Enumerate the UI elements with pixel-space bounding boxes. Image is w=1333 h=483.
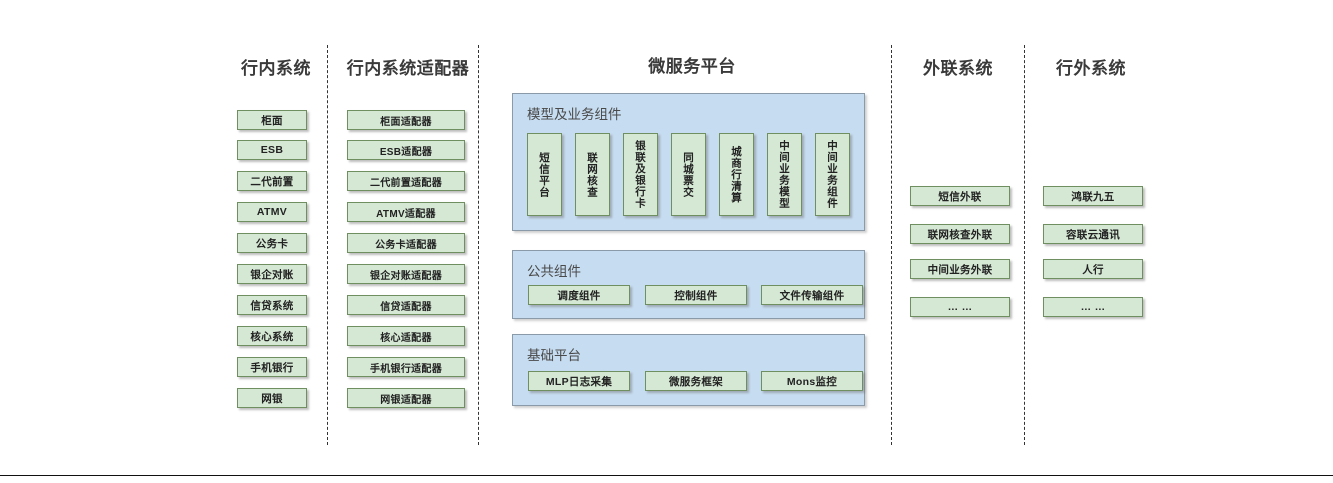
node-public-2[interactable]: 文件传输组件 [761, 285, 863, 305]
node-base-0[interactable]: MLP日志采集 [528, 371, 630, 391]
node-model-2-label: 银联及银行卡 [634, 140, 646, 209]
node-model-2[interactable]: 银联及银行卡 [623, 133, 658, 216]
column-title-external: 外联系统 [923, 59, 993, 78]
node-base-1[interactable]: 微服务框架 [645, 371, 747, 391]
node-outside-1[interactable]: 容联云通讯 [1043, 224, 1143, 244]
node-internal-6[interactable]: 信贷系统 [237, 295, 307, 315]
node-internal-1[interactable]: ESB [237, 140, 307, 160]
node-outside-0[interactable]: 鸿联九五 [1043, 186, 1143, 206]
panel-title-base-platform: 基础平台 [527, 348, 581, 363]
node-model-4[interactable]: 城商行清算 [719, 133, 754, 216]
node-adapter-5[interactable]: 银企对账适配器 [347, 264, 465, 284]
node-internal-4[interactable]: 公务卡 [237, 233, 307, 253]
node-model-6[interactable]: 中间业务组件 [815, 133, 850, 216]
node-public-0[interactable]: 调度组件 [528, 285, 630, 305]
node-adapter-0[interactable]: 柜面适配器 [347, 110, 465, 130]
node-model-0[interactable]: 短信平台 [527, 133, 562, 216]
panel-public-components: 公共组件 [512, 250, 865, 319]
node-model-5[interactable]: 中间业务模型 [767, 133, 802, 216]
node-external-0[interactable]: 短信外联 [910, 186, 1010, 206]
node-model-4-label: 城商行清算 [730, 145, 742, 204]
node-internal-9[interactable]: 网银 [237, 388, 307, 408]
node-internal-7[interactable]: 核心系统 [237, 326, 307, 346]
node-external-1[interactable]: 联网核查外联 [910, 224, 1010, 244]
node-public-1[interactable]: 控制组件 [645, 285, 747, 305]
divider-internal-adapter [327, 45, 328, 445]
node-model-3-label: 同城票交 [682, 151, 694, 198]
node-internal-3[interactable]: ATMV [237, 202, 307, 222]
divider-adapter-platform [478, 45, 479, 445]
node-internal-5[interactable]: 银企对账 [237, 264, 307, 284]
panel-title-model-business-components: 模型及业务组件 [527, 107, 622, 122]
node-adapter-6[interactable]: 信贷适配器 [347, 295, 465, 315]
node-adapter-4[interactable]: 公务卡适配器 [347, 233, 465, 253]
node-external-3[interactable]: … … [910, 297, 1010, 317]
column-title-internal: 行内系统 [241, 59, 311, 78]
node-model-1-label: 联网核查 [586, 151, 598, 198]
node-adapter-1[interactable]: ESB适配器 [347, 140, 465, 160]
divider-external-outside [1024, 45, 1025, 445]
node-internal-2[interactable]: 二代前置 [237, 171, 307, 191]
column-title-outside: 行外系统 [1056, 59, 1126, 78]
node-internal-8[interactable]: 手机银行 [237, 357, 307, 377]
bottom-rule [0, 475, 1333, 476]
node-base-2[interactable]: Mons监控 [761, 371, 863, 391]
panel-base-platform: 基础平台 [512, 334, 865, 406]
node-internal-0[interactable]: 柜面 [237, 110, 307, 130]
node-outside-2[interactable]: 人行 [1043, 259, 1143, 279]
node-adapter-2[interactable]: 二代前置适配器 [347, 171, 465, 191]
node-adapter-9[interactable]: 网银适配器 [347, 388, 465, 408]
divider-platform-external [891, 45, 892, 445]
node-adapter-3[interactable]: ATMV适配器 [347, 202, 465, 222]
node-external-2[interactable]: 中间业务外联 [910, 259, 1010, 279]
column-title-platform: 微服务平台 [648, 57, 736, 76]
panel-title-public-components: 公共组件 [527, 264, 581, 279]
node-model-6-label: 中间业务组件 [826, 140, 838, 209]
node-adapter-8[interactable]: 手机银行适配器 [347, 357, 465, 377]
node-model-3[interactable]: 同城票交 [671, 133, 706, 216]
column-title-adapter: 行内系统适配器 [346, 59, 470, 78]
node-model-0-label: 短信平台 [538, 151, 550, 198]
node-model-5-label: 中间业务模型 [778, 140, 790, 209]
node-outside-3[interactable]: … … [1043, 297, 1143, 317]
node-adapter-7[interactable]: 核心适配器 [347, 326, 465, 346]
node-model-1[interactable]: 联网核查 [575, 133, 610, 216]
